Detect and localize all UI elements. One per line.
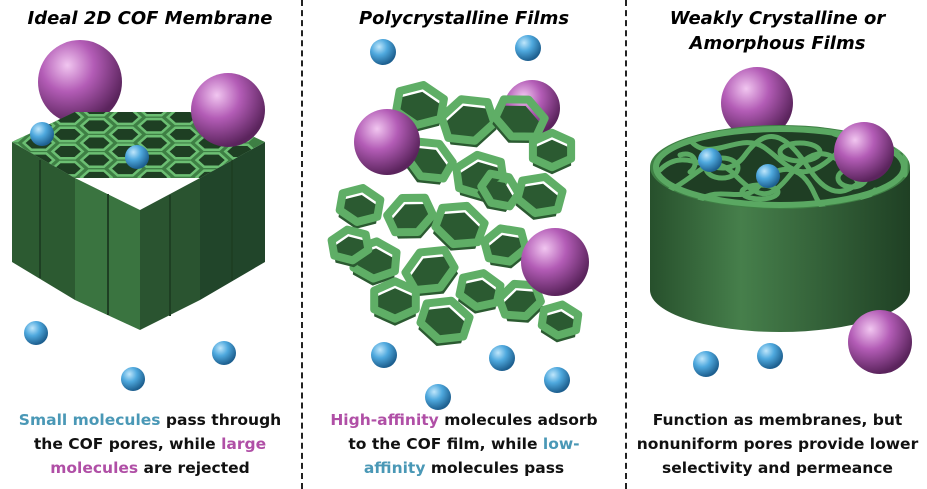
fragment-ring bbox=[392, 81, 448, 129]
hex-pore bbox=[79, 112, 114, 117]
hex-pore bbox=[168, 76, 198, 89]
caption-highlight: High-affinity bbox=[330, 411, 439, 429]
panel-3-title: Weakly Crystalline or Amorphous Films bbox=[669, 8, 886, 54]
large-molecule bbox=[191, 73, 265, 147]
panel-1-title: Ideal 2D COF Membrane bbox=[27, 8, 273, 29]
panel-divider bbox=[301, 0, 303, 489]
caption-highlight: Small molecules bbox=[18, 411, 161, 429]
hex-pore bbox=[0, 76, 25, 89]
membrane-cylinder-side bbox=[650, 167, 910, 332]
membrane-side-left bbox=[12, 142, 75, 300]
fragment-ring bbox=[528, 128, 576, 172]
caption-highlight: low- bbox=[542, 435, 580, 453]
fragment-ring bbox=[455, 269, 505, 311]
panel-divider bbox=[625, 0, 627, 489]
caption-highlight: large bbox=[221, 435, 267, 453]
panel-1-caption: Small molecules pass through the COF por… bbox=[18, 411, 282, 477]
caption-highlight: molecules bbox=[50, 459, 139, 477]
fragment-ring bbox=[416, 296, 474, 344]
large-molecule bbox=[38, 40, 122, 124]
amorphous-illustration bbox=[650, 67, 912, 377]
hex-pore bbox=[165, 143, 200, 160]
hex-pore bbox=[79, 169, 114, 178]
polycrystalline-illustration bbox=[327, 35, 589, 410]
panel-2-caption: High-affinity molecules adsorb to the CO… bbox=[330, 411, 598, 477]
fragment-ring bbox=[480, 224, 530, 266]
large-molecule bbox=[721, 67, 793, 139]
large-molecule bbox=[834, 122, 894, 182]
small-molecule bbox=[489, 345, 515, 371]
panel-2-title: Polycrystalline Films bbox=[358, 8, 570, 29]
hex-pore bbox=[0, 93, 25, 106]
crystallite-fragments bbox=[327, 81, 583, 346]
hex-pore bbox=[79, 135, 114, 151]
small-molecule bbox=[371, 342, 397, 368]
fragment-ring bbox=[401, 246, 459, 294]
hex-pore bbox=[79, 117, 114, 134]
hex-pore bbox=[108, 126, 143, 143]
ideal-membrane-illustration bbox=[0, 40, 265, 391]
hex-pore bbox=[165, 160, 200, 177]
membrane-ridges bbox=[39, 160, 233, 316]
hex-pore bbox=[137, 117, 171, 134]
small-molecule bbox=[121, 367, 145, 391]
small-molecule bbox=[698, 148, 722, 172]
fragment-ring bbox=[370, 277, 420, 323]
large-molecule bbox=[354, 109, 420, 175]
fragment-ring bbox=[437, 95, 499, 145]
small-molecule bbox=[425, 384, 451, 410]
hex-pore bbox=[50, 143, 85, 160]
small-molecule bbox=[24, 321, 48, 345]
small-molecule bbox=[544, 367, 570, 393]
hex-pore bbox=[79, 152, 114, 169]
hex-pore bbox=[12, 126, 27, 143]
fragment-ring bbox=[431, 201, 489, 249]
large-molecule bbox=[521, 228, 589, 296]
caption-highlight: affinity bbox=[363, 459, 426, 477]
hex-pore bbox=[108, 177, 143, 178]
small-molecule bbox=[515, 35, 541, 61]
fragment-ring bbox=[537, 300, 583, 340]
fragment-ring bbox=[477, 169, 523, 211]
hex-pore bbox=[165, 126, 200, 143]
small-molecule bbox=[30, 122, 54, 146]
small-molecule bbox=[125, 145, 149, 169]
small-molecule bbox=[757, 343, 783, 369]
hex-pore bbox=[137, 135, 171, 151]
fragment-ring bbox=[327, 225, 373, 265]
hex-pore bbox=[50, 126, 85, 143]
hex-pore bbox=[194, 152, 229, 169]
hex-pore bbox=[12, 112, 27, 126]
fragment-ring bbox=[491, 95, 549, 141]
fragment-ring bbox=[335, 184, 385, 226]
hex-pore bbox=[137, 169, 171, 178]
fragment-ring bbox=[513, 172, 567, 218]
fragment-ring bbox=[383, 193, 437, 237]
hex-pore bbox=[139, 85, 169, 98]
hex-pore bbox=[108, 112, 143, 126]
small-molecule bbox=[212, 341, 236, 365]
hex-pore bbox=[165, 112, 200, 126]
small-molecule bbox=[756, 164, 780, 188]
small-molecule bbox=[693, 351, 719, 377]
hex-pore bbox=[137, 112, 171, 117]
panel-3-caption: Function as membranes, but nonuniform po… bbox=[636, 411, 919, 477]
large-molecule bbox=[848, 310, 912, 374]
small-molecule bbox=[370, 39, 396, 65]
